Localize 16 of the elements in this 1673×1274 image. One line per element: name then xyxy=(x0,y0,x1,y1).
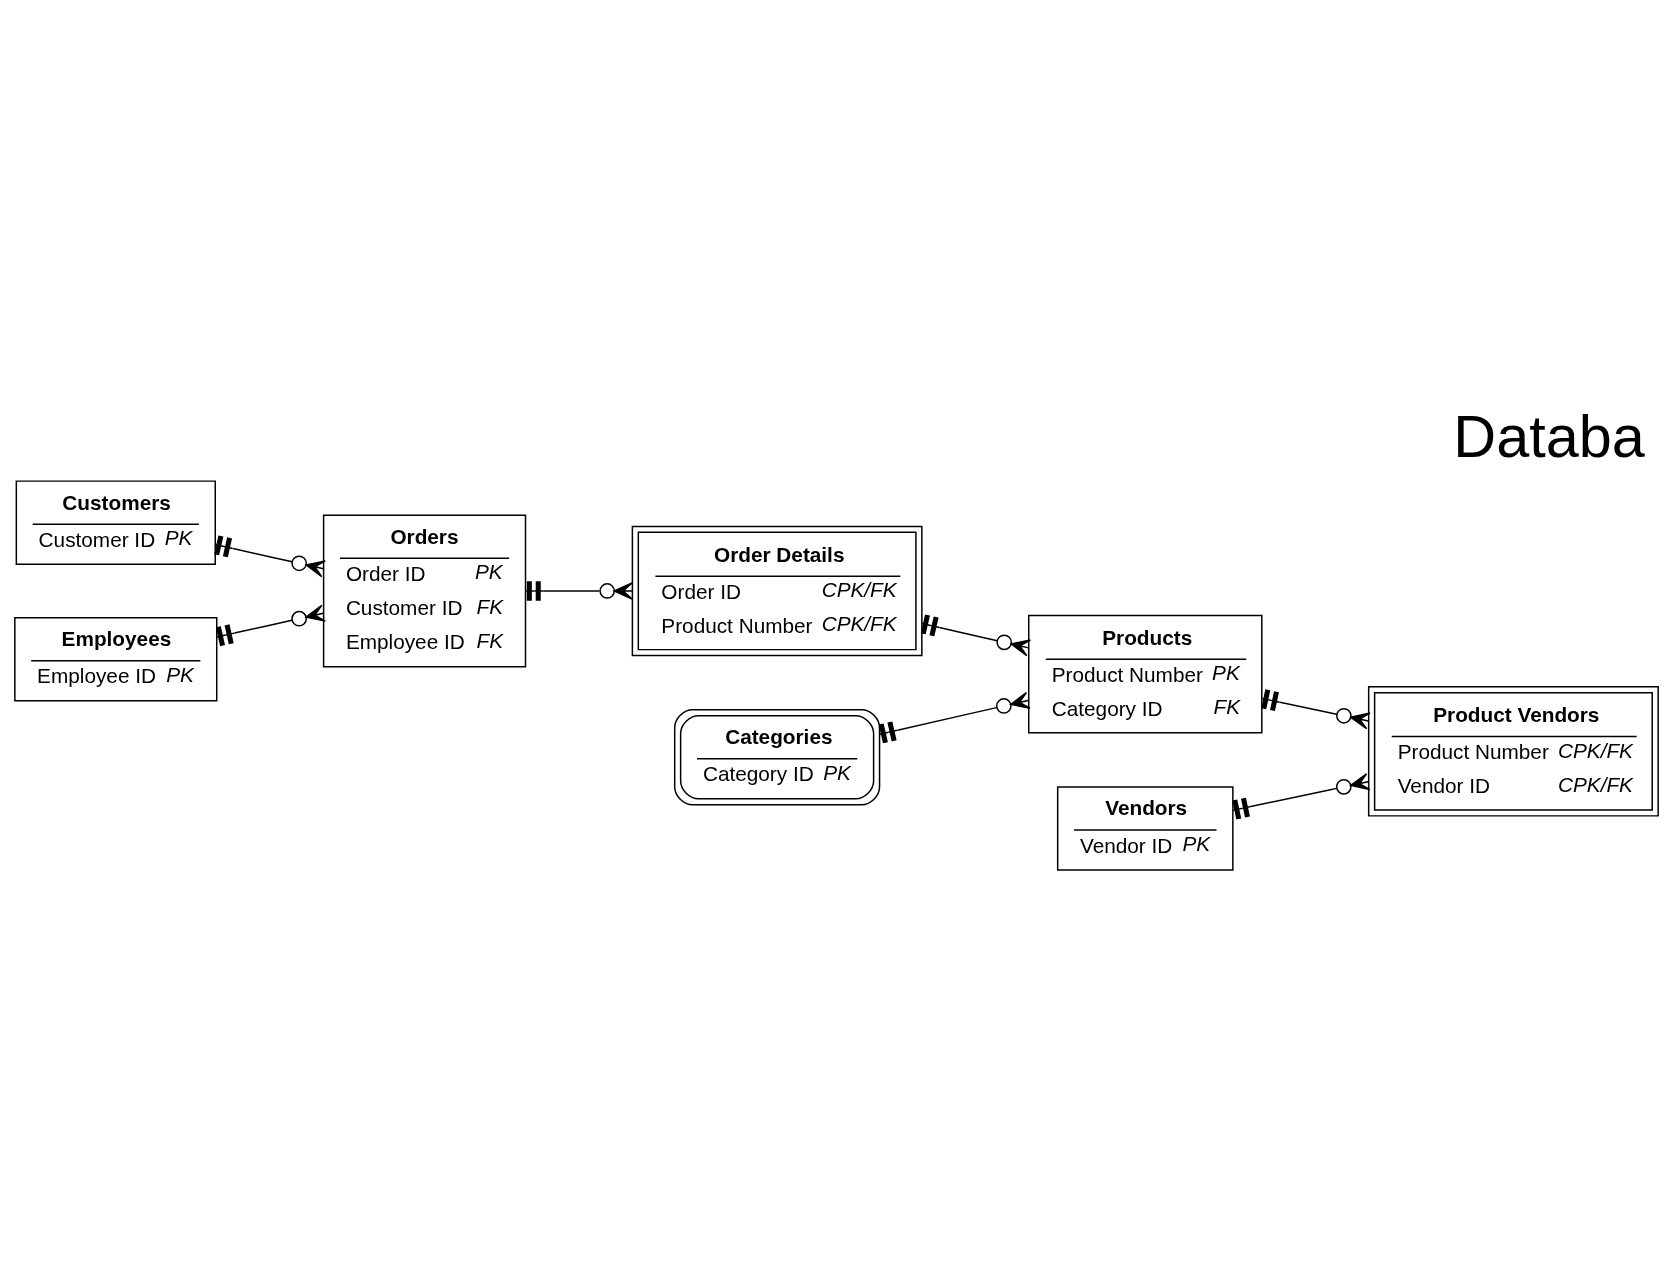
connector xyxy=(1261,689,1371,730)
node-box: Order Details Order ID CPK/FK Product Number CPK/FK xyxy=(631,525,923,657)
diagram-title: Databa xyxy=(1453,403,1645,471)
connector xyxy=(525,581,633,601)
node-box: Product Vendors Product Number CPK/FK Vendor ID CPK/FK xyxy=(1367,686,1659,817)
connector xyxy=(1232,773,1371,820)
node-box: Orders Order ID PK Customer ID FK Employee ID FK xyxy=(322,514,527,668)
connector xyxy=(215,604,326,647)
connector xyxy=(878,691,1031,744)
connector xyxy=(920,614,1032,657)
node-box: Vendors Vendor ID PK xyxy=(1056,786,1234,871)
node-box: Employees Employee ID PK xyxy=(14,616,218,702)
node-box: Products Product Number PK Category ID FK xyxy=(1028,614,1263,734)
connector xyxy=(214,535,326,578)
node-box: Categories Category ID PK xyxy=(673,709,881,806)
node-box: Customers Customer ID PK xyxy=(15,480,216,565)
